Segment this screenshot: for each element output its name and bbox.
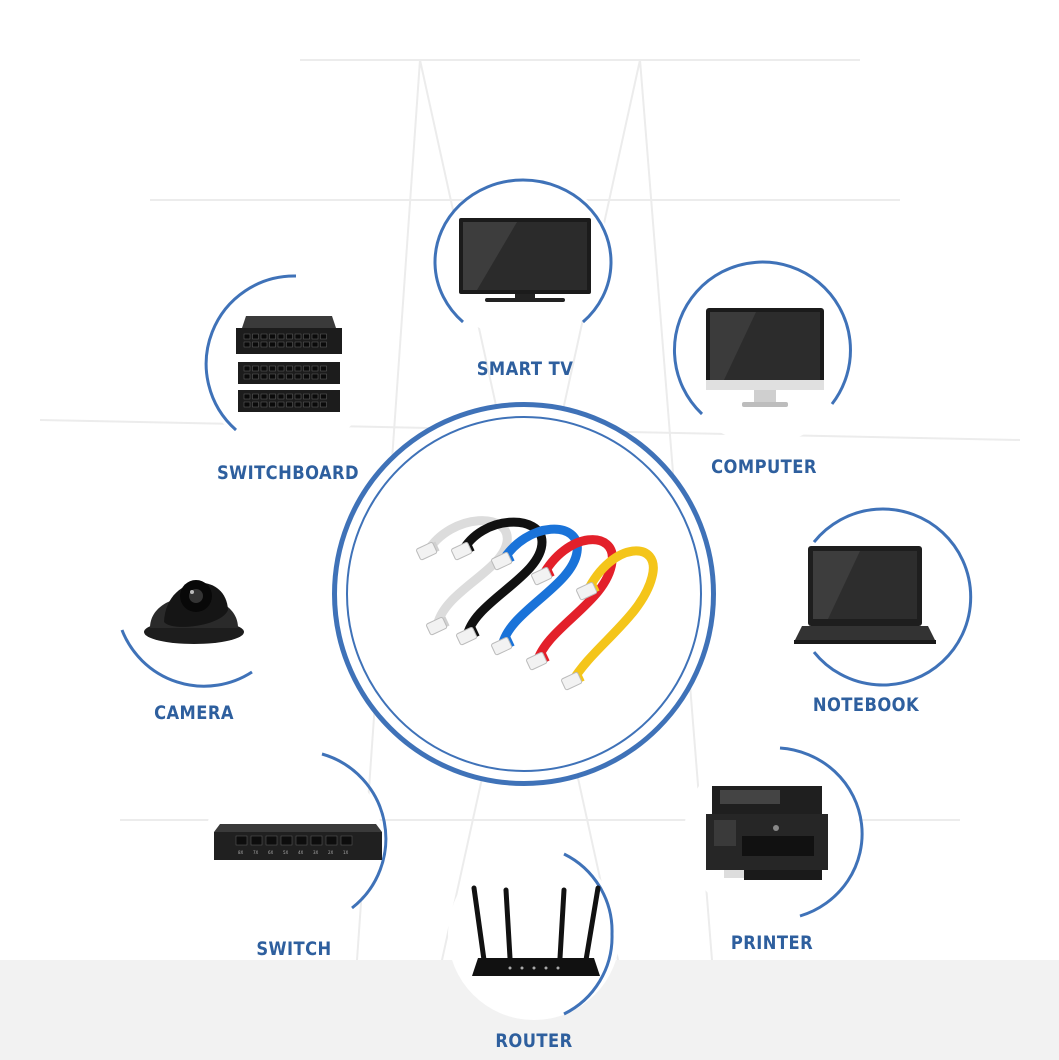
printer-label: PRINTER — [730, 932, 814, 954]
router-label: ROUTER — [495, 1030, 573, 1052]
switch-port-label: 6X — [268, 850, 274, 855]
dome-camera-icon — [144, 580, 244, 644]
smart-tv-ring — [433, 176, 613, 340]
switch-port-label: 8X — [238, 850, 244, 855]
notebook-ring — [778, 506, 973, 687]
router-ring — [448, 848, 620, 1020]
router-icon — [471, 885, 601, 976]
notebook-label: NOTEBOOK — [812, 694, 920, 716]
switch-ring: 8X 7X 6X 5X 4X 3X 2X 1X — [206, 752, 388, 928]
switch-label: SWITCH — [256, 938, 332, 960]
switch-port-label: 2X — [328, 850, 334, 855]
network-switch-icon: 8X 7X 6X 5X 4X 3X 2X 1X — [214, 824, 382, 860]
ethernet-cables-icon — [416, 516, 658, 691]
switchboard-ring — [200, 274, 376, 452]
switchboard-rack-icon — [236, 316, 342, 412]
printer-ring — [684, 746, 864, 920]
printer-icon — [706, 786, 828, 880]
switch-port-label: 4X — [298, 850, 304, 855]
switch-port-label: 5X — [283, 850, 289, 855]
computer-monitor-icon — [706, 308, 824, 407]
switch-port-label: 1X — [343, 850, 349, 855]
smart-tv-label: SMART TV — [476, 358, 574, 380]
camera-label: CAMERA — [154, 702, 234, 724]
notebook-laptop-icon — [794, 546, 936, 644]
computer-ring — [672, 260, 852, 444]
switch-port-label: 7X — [253, 850, 259, 855]
camera-ring — [106, 514, 282, 690]
computer-label: COMPUTER — [711, 456, 817, 478]
switch-port-label: 3X — [313, 850, 319, 855]
switchboard-label: SWITCHBOARD — [216, 462, 360, 484]
smart-tv-icon — [459, 218, 591, 302]
